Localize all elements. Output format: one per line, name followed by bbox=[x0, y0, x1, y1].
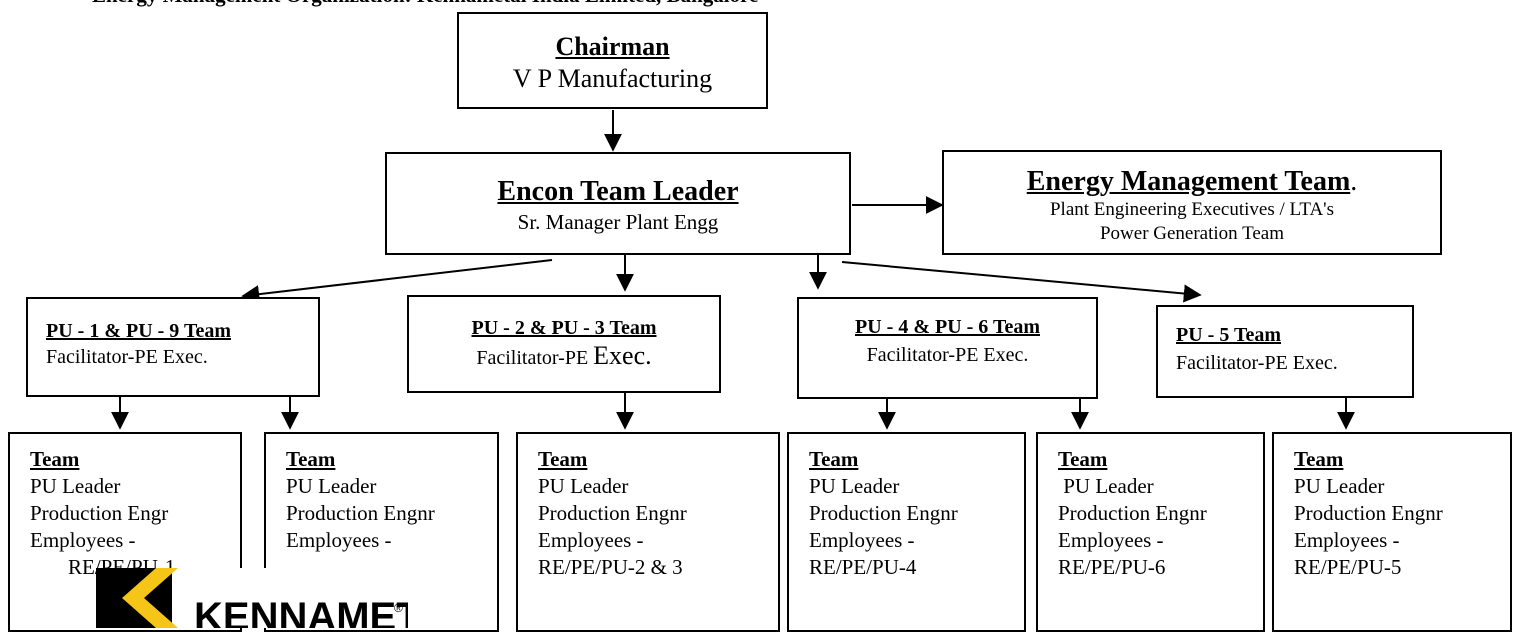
team-box-pu-4: Team PU Leader Production Engnr Employee… bbox=[787, 432, 1026, 632]
team-line-pu-leader: PU Leader bbox=[1058, 474, 1154, 498]
energy-management-title-row: Energy Management Team. bbox=[944, 166, 1440, 198]
pu-2-3-team-subtitle-row: Facilitator-PE Exec. bbox=[409, 342, 719, 372]
energy-management-line-1: Plant Engineering Executives / LTA's bbox=[1049, 199, 1335, 220]
team-line-employees: Employees - bbox=[1294, 528, 1400, 552]
logo-wordmark: KENNAMETAL bbox=[194, 595, 408, 628]
team-line-production: Production Engnr bbox=[1294, 501, 1443, 525]
team-line-production: Production Engnr bbox=[809, 501, 958, 525]
encon-leader-box: Encon Team Leader Sr. Manager Plant Engg bbox=[385, 152, 851, 255]
kennametal-logo: KENNAMETAL ® bbox=[96, 568, 408, 628]
team-box-pu-2-3: Team PU Leader Production Engnr Employee… bbox=[516, 432, 780, 632]
pu-2-3-team-title: PU - 2 & PU - 3 Team bbox=[471, 317, 657, 339]
team-line-employees: Employees - bbox=[809, 528, 915, 552]
team-line-units: RE/PE/PU-4 bbox=[809, 555, 917, 579]
cut-off-heading: Energy Management Organization: Kennamet… bbox=[0, 0, 1518, 10]
pu-1-9-team-box: PU - 1 & PU - 9 Team Facilitator-PE Exec… bbox=[26, 297, 320, 397]
pu-1-9-team-title: PU - 1 & PU - 9 Team bbox=[46, 320, 231, 342]
team-line-units: RE/PE/PU-5 bbox=[1294, 555, 1402, 579]
team-title: Team bbox=[286, 447, 336, 471]
energy-management-line-2: Power Generation Team bbox=[1099, 223, 1285, 244]
team-line-pu-leader: PU Leader bbox=[809, 474, 900, 498]
pu-5-team-subtitle: Facilitator-PE Exec. bbox=[1176, 352, 1338, 374]
team-title: Team bbox=[538, 447, 588, 471]
encon-leader-title: Encon Team Leader bbox=[497, 176, 739, 207]
chairman-subtitle: V P Manufacturing bbox=[512, 64, 713, 93]
team-line-pu-leader: PU Leader bbox=[286, 474, 377, 498]
team-line-pu-leader: PU Leader bbox=[30, 474, 121, 498]
pu-4-6-team-subtitle: Facilitator-PE Exec. bbox=[866, 344, 1029, 366]
pu-5-team-box: PU - 5 Team Facilitator-PE Exec. bbox=[1156, 305, 1414, 398]
logo-registered-mark: ® bbox=[394, 601, 403, 615]
team-title: Team bbox=[1058, 447, 1108, 471]
encon-leader-subtitle: Sr. Manager Plant Engg bbox=[517, 210, 719, 234]
team-line-production: Production Engnr bbox=[286, 501, 435, 525]
pu-2-3-team-subtitle-suffix: Exec. bbox=[593, 341, 652, 370]
pu-4-6-team-title: PU - 4 & PU - 6 Team bbox=[855, 316, 1040, 338]
team-line-production: Production Engnr bbox=[1058, 501, 1207, 525]
chairman-title: Chairman bbox=[555, 32, 670, 61]
team-title: Team bbox=[30, 447, 80, 471]
team-line-employees: Employees - bbox=[286, 528, 392, 552]
logo-mark-yellow bbox=[122, 568, 178, 628]
pu-2-3-team-subtitle-prefix: Facilitator-PE bbox=[476, 347, 594, 369]
team-line-employees: Employees - bbox=[30, 528, 136, 552]
team-line-production: Production Engnr bbox=[538, 501, 687, 525]
pu-1-9-team-subtitle: Facilitator-PE Exec. bbox=[46, 346, 208, 368]
pu-5-team-title: PU - 5 Team bbox=[1176, 324, 1281, 346]
team-box-pu-5: Team PU Leader Production Engnr Employee… bbox=[1272, 432, 1512, 632]
energy-management-title-suffix: . bbox=[1350, 166, 1358, 197]
cut-off-heading-text: Energy Management Organization: Kennamet… bbox=[92, 0, 758, 8]
team-title: Team bbox=[809, 447, 859, 471]
team-line-employees: Employees - bbox=[538, 528, 644, 552]
team-line-pu-leader: PU Leader bbox=[1294, 474, 1385, 498]
team-line-employees: Employees - bbox=[1058, 528, 1164, 552]
pu-4-6-team-box: PU - 4 & PU - 6 Team Facilitator-PE Exec… bbox=[797, 297, 1098, 399]
pu-2-3-team-box: PU - 2 & PU - 3 Team Facilitator-PE Exec… bbox=[407, 295, 721, 393]
team-line-units: RE/PE/PU-2 & 3 bbox=[538, 555, 683, 579]
team-line-production: Production Engr bbox=[30, 501, 169, 525]
team-title: Team bbox=[1294, 447, 1344, 471]
arrow-leader-to-pu5 bbox=[841, 261, 1202, 303]
team-box-pu-6: Team PU Leader Production Engnr Employee… bbox=[1036, 432, 1265, 632]
energy-management-title: Energy Management Team bbox=[1026, 166, 1351, 197]
logo-mark-notch bbox=[102, 568, 118, 628]
team-line-units: RE/PE/PU-6 bbox=[1058, 555, 1166, 579]
chairman-box: Chairman V P Manufacturing bbox=[457, 12, 768, 109]
team-line-pu-leader: PU Leader bbox=[538, 474, 629, 498]
arrow-leader-to-pu1 bbox=[241, 259, 553, 304]
team-box-pu-1: Team PU Leader Production Engr Employees… bbox=[8, 432, 242, 632]
energy-management-box: Energy Management Team. Plant Engineerin… bbox=[942, 150, 1442, 255]
